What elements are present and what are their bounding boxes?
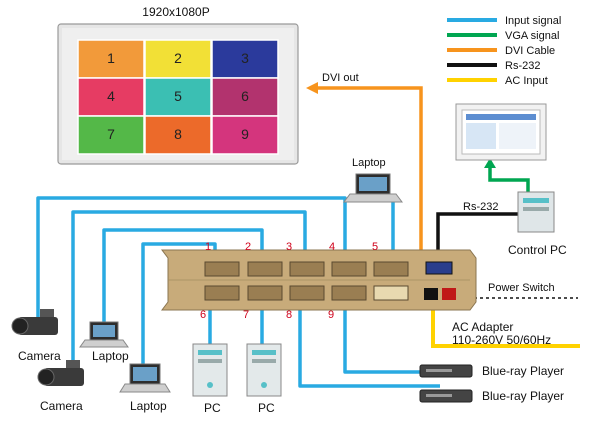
port-number-1: 1: [205, 241, 211, 253]
legend-item-input-signal: Input signal: [447, 15, 561, 27]
port-number-5: 5: [372, 241, 378, 253]
monitor: 1920x1080P 1 2 3 4 5 6 7 8 9: [57, 5, 299, 165]
port: [247, 285, 283, 301]
tile-grid: 1 2 3 4 5 6 7 8 9: [77, 39, 279, 155]
port: [331, 261, 367, 277]
tile-8: 8: [144, 115, 212, 155]
input-cable: [343, 304, 440, 374]
camera-2: Camera: [37, 360, 84, 413]
dvi-arrow-icon: [306, 82, 318, 94]
port-number-4: 4: [329, 241, 335, 253]
tile-label: 1: [107, 50, 115, 66]
control-pc-label: Control PC: [508, 243, 567, 257]
vga-arrow-icon: [484, 158, 496, 168]
tile-label: 6: [241, 88, 249, 104]
tile-label: 7: [107, 126, 115, 142]
port: [204, 285, 240, 301]
rs232-cable: Rs-232: [436, 201, 518, 262]
laptop-left-label: Laptop: [92, 349, 129, 363]
laptop-top-label: Laptop: [352, 157, 386, 169]
tile-3: 3: [211, 39, 279, 79]
tile-1: 1: [77, 39, 145, 79]
pc-1-label: PC: [204, 401, 221, 415]
tile-label: 2: [174, 50, 182, 66]
pc-2: PC: [246, 343, 282, 415]
tile-9: 9: [211, 115, 279, 155]
dvi-out-label: DVI out: [322, 72, 359, 84]
port-number-2: 2: [245, 241, 251, 253]
tile-label: 4: [107, 88, 115, 104]
tile-2: 2: [144, 39, 212, 79]
laptop-bottom-label: Laptop: [130, 399, 167, 413]
rs232-port: [425, 261, 453, 275]
tile-6: 6: [211, 77, 279, 117]
camera-2-label: Camera: [40, 399, 83, 413]
tile-label: 3: [241, 50, 249, 66]
monitor-resolution: 1920x1080P: [142, 5, 209, 19]
tile-7: 7: [77, 115, 145, 155]
power-switch[interactable]: [424, 288, 438, 300]
tile-5: 5: [144, 77, 212, 117]
ac-cable: [431, 296, 580, 348]
tile-label: 5: [174, 88, 182, 104]
tile-label: 8: [174, 126, 182, 142]
pc-2-label: PC: [258, 401, 275, 415]
multiviewer-device: 1 2 3 4 5 6 7 8 9: [161, 241, 477, 321]
control-pc-monitor: [455, 103, 547, 161]
bluray-1-label: Blue-ray Player: [482, 364, 564, 378]
bluray-player-1: Blue-ray Player: [419, 364, 564, 378]
port: [331, 285, 367, 301]
port: [247, 261, 283, 277]
port-number-7: 7: [243, 309, 249, 321]
port-number-6: 6: [200, 309, 206, 321]
legend-item-rs232: Rs-232: [447, 60, 540, 72]
pc-1: PC: [192, 343, 228, 415]
legend: Input signal VGA signal DVI Cable Rs-232…: [447, 15, 561, 87]
input-cable: [71, 210, 307, 372]
bluray-2-label: Blue-ray Player: [482, 389, 564, 403]
ac-adapter-label: AC Adapter: [452, 320, 513, 334]
legend-item-dvi-cable: DVI Cable: [447, 45, 555, 57]
legend-label: VGA signal: [505, 30, 559, 42]
port: [373, 285, 409, 301]
legend-label: Rs-232: [505, 60, 540, 72]
input-ports-top: [204, 261, 409, 277]
legend-item-vga-signal: VGA signal: [447, 30, 559, 42]
legend-item-ac-input: AC Input: [447, 75, 548, 87]
rs232-line: [436, 212, 518, 262]
port: [373, 261, 409, 277]
legend-label: AC Input: [505, 75, 548, 87]
port: [289, 285, 325, 301]
laptop-bottom: Laptop: [119, 363, 171, 413]
legend-label: Input signal: [505, 15, 561, 27]
legend-label: DVI Cable: [505, 45, 555, 57]
tile-label: 9: [241, 126, 249, 142]
rs232-label: Rs-232: [463, 201, 498, 213]
vga-line: [488, 164, 530, 194]
port-number-9: 9: [328, 309, 334, 321]
port-numbers: 1 2 3 4 5 6 7 8 9: [200, 241, 378, 321]
laptop-top: Laptop: [343, 157, 403, 203]
ac-adapter-voltage: 110-260V 50/60Hz: [452, 333, 551, 347]
power-switch-red[interactable]: [442, 288, 456, 300]
input-cable: [102, 228, 264, 330]
power-switch-label: Power Switch: [488, 282, 555, 294]
camera-1: Camera: [11, 309, 61, 363]
ac-line: [431, 296, 580, 348]
port: [289, 261, 325, 277]
port-number-3: 3: [286, 241, 292, 253]
camera-1-label: Camera: [18, 349, 61, 363]
vga-cable: [484, 158, 530, 194]
input-ports-bottom: [204, 285, 409, 301]
control-pc: Control PC: [508, 191, 567, 257]
input-cable: [298, 304, 440, 388]
port-number-8: 8: [286, 309, 292, 321]
bluray-player-2: Blue-ray Player: [419, 389, 564, 403]
tile-4: 4: [77, 77, 145, 117]
port: [204, 261, 240, 277]
laptop-left: Laptop: [79, 321, 129, 363]
ac-adapter: AC Adapter 110-260V 50/60Hz: [452, 320, 551, 347]
